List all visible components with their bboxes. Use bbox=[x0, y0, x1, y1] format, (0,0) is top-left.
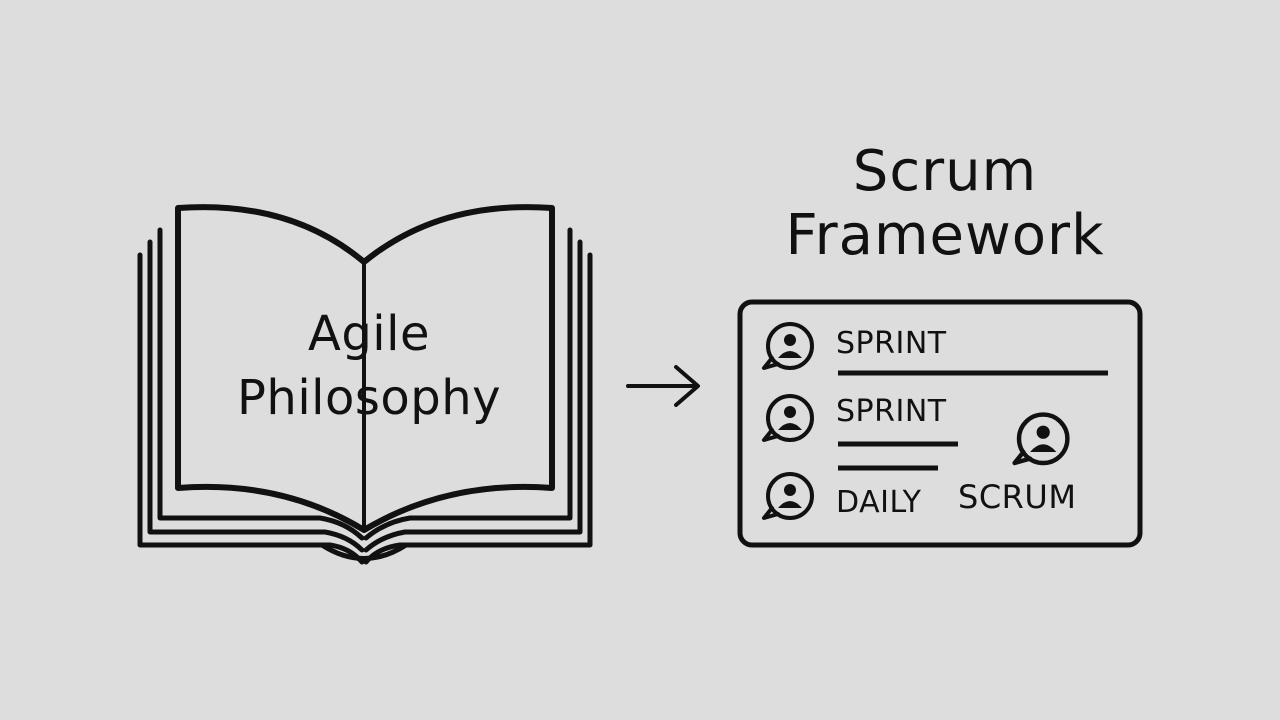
framework-title-line-2: Framework bbox=[785, 203, 1105, 268]
scrum-label: SCRUM bbox=[958, 478, 1077, 516]
person-chat-icon bbox=[762, 322, 814, 370]
person-chat-icon bbox=[762, 394, 814, 442]
framework-title: Scrum Framework bbox=[730, 140, 1160, 268]
right-arrow-icon bbox=[626, 365, 700, 407]
framework-title-line-1: Scrum bbox=[852, 139, 1038, 204]
row-label-sprint-1: SPRINT bbox=[836, 326, 947, 361]
book-title: Agile Philosophy bbox=[180, 302, 558, 430]
row-label-sprint-2: SPRINT bbox=[836, 394, 947, 429]
row-label-daily: DAILY bbox=[836, 485, 922, 520]
person-chat-icon bbox=[762, 472, 814, 520]
book-title-line-2: Philosophy bbox=[236, 370, 502, 426]
person-chat-icon bbox=[1012, 412, 1070, 466]
book-title-line-1: Agile bbox=[307, 306, 430, 362]
